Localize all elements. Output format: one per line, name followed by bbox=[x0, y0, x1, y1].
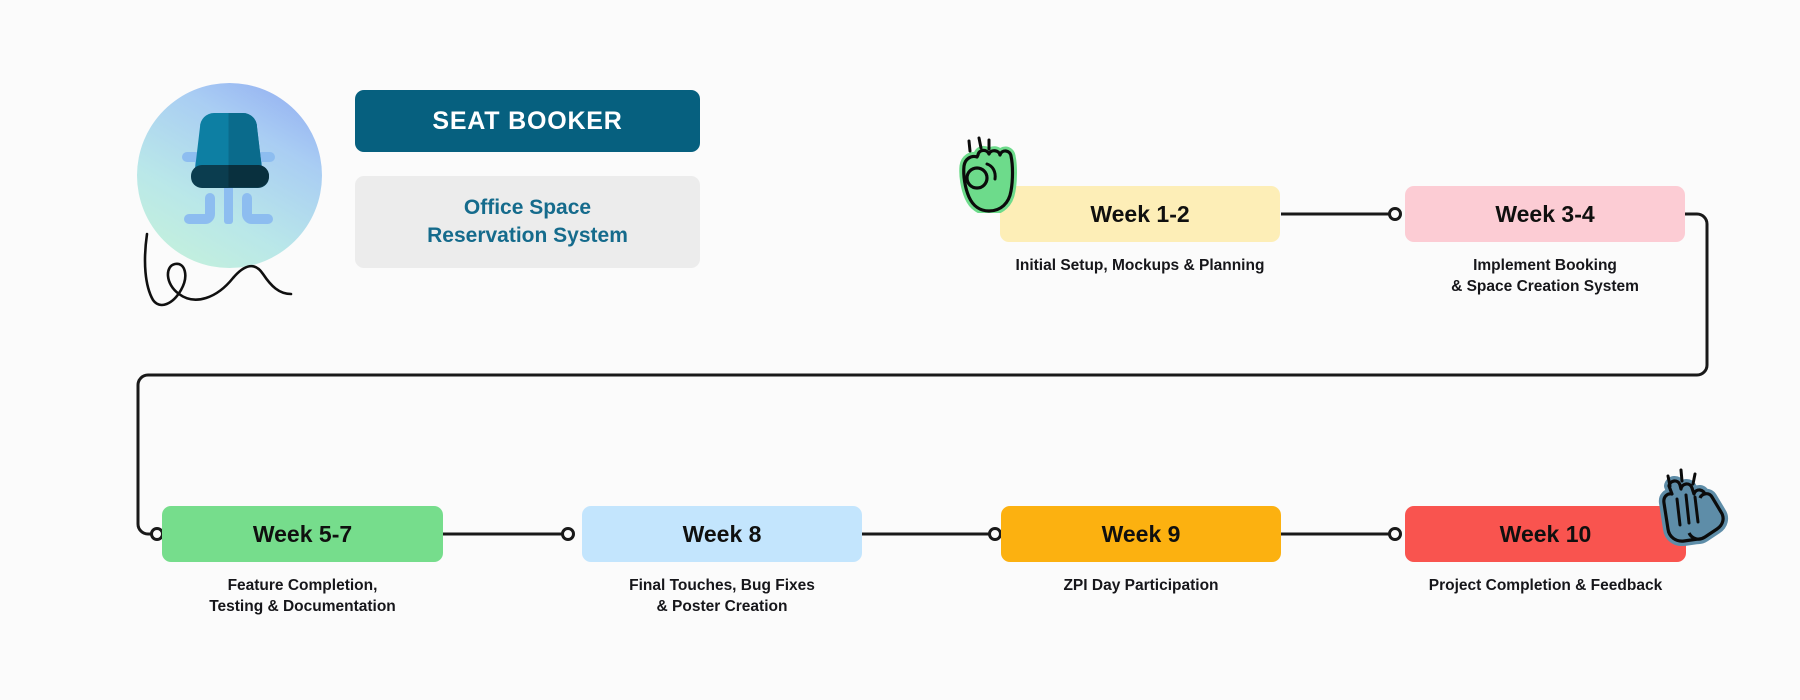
milestone-caption-week-9: ZPI Day Participation bbox=[1063, 577, 1219, 594]
milestone-caption-week-3-4: Implement Booking & Space Creation Syste… bbox=[1451, 257, 1639, 296]
project-subtitle-line-1: Office Space bbox=[463, 196, 592, 220]
milestone-caption-week-1-2: Initial Setup, Mockups & Planning bbox=[1015, 257, 1265, 274]
connector-dot-w8 bbox=[561, 527, 575, 541]
milestone-label-week-1-2: Week 1-2 bbox=[1090, 200, 1190, 227]
milestone-box-week-3-4[interactable]: Week 3-4 bbox=[1405, 186, 1685, 242]
milestone-label-week-10: Week 10 bbox=[1499, 520, 1592, 547]
connector-dot-w10 bbox=[1388, 527, 1402, 541]
milestone-week-9[interactable]: Week 9 ZPI Day Participation bbox=[1001, 506, 1281, 596]
milestone-week-5-7[interactable]: Week 5-7 Feature Completion, Testing & D… bbox=[162, 506, 443, 617]
milestone-box-week-10[interactable]: Week 10 bbox=[1405, 506, 1686, 562]
project-subtitle-pill: Office Space Reservation System bbox=[355, 176, 700, 268]
connector-dot-w34 bbox=[1388, 207, 1402, 221]
milestone-caption-week-8: Final Touches, Bug Fixes & Poster Creati… bbox=[629, 577, 815, 616]
milestone-label-week-8: Week 8 bbox=[682, 520, 762, 547]
milestone-caption-week-5-7: Feature Completion, Testing & Documentat… bbox=[209, 577, 396, 616]
milestone-box-week-1-2[interactable]: Week 1-2 bbox=[1000, 186, 1280, 242]
connector-dot-w9 bbox=[988, 527, 1002, 541]
milestone-week-8[interactable]: Week 8 Final Touches, Bug Fixes & Poster… bbox=[582, 506, 862, 617]
brand-logo bbox=[137, 83, 322, 307]
connector-dot-w57 bbox=[150, 527, 164, 541]
milestone-label-week-9: Week 9 bbox=[1101, 520, 1181, 547]
milestone-week-10[interactable]: Week 10 Project Completion & Feedback bbox=[1405, 506, 1686, 596]
milestone-week-1-2[interactable]: Week 1-2 Initial Setup, Mockups & Planni… bbox=[1000, 186, 1280, 276]
milestone-box-week-9[interactable]: Week 9 bbox=[1001, 506, 1281, 562]
milestone-caption-week-10: Project Completion & Feedback bbox=[1428, 577, 1663, 594]
milestone-label-week-3-4: Week 3-4 bbox=[1495, 200, 1595, 227]
project-title: SEAT BOOKER bbox=[432, 106, 623, 135]
project-title-pill: SEAT BOOKER bbox=[355, 90, 700, 152]
office-chair-icon bbox=[182, 113, 275, 224]
project-subtitle-line-2: Reservation System bbox=[427, 224, 628, 247]
milestone-week-3-4[interactable]: Week 3-4 Implement Booking & Space Creat… bbox=[1405, 186, 1685, 297]
milestone-box-week-5-7[interactable]: Week 5-7 bbox=[162, 506, 443, 562]
milestone-label-week-5-7: Week 5-7 bbox=[252, 520, 353, 547]
milestone-box-week-8[interactable]: Week 8 bbox=[582, 506, 862, 562]
